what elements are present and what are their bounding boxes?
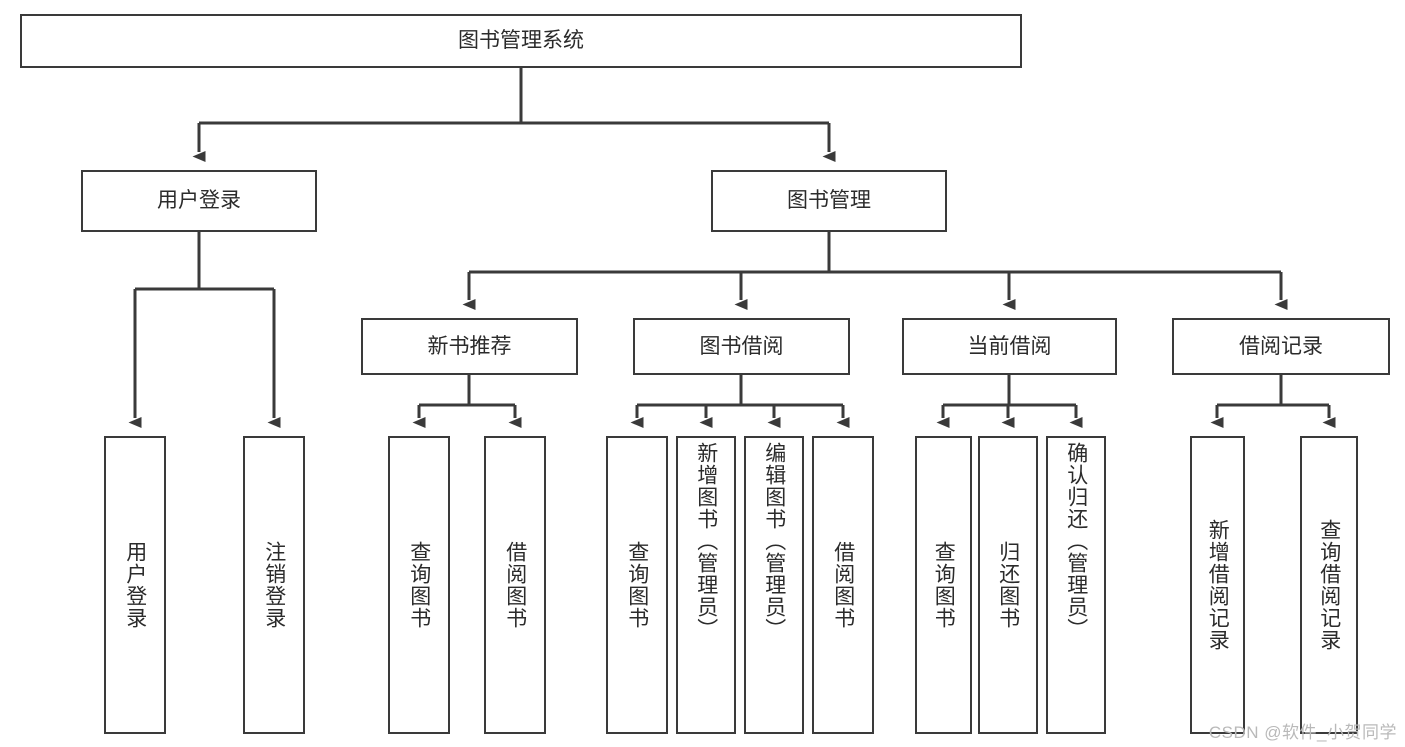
node-label: 当前借阅	[967, 334, 1052, 358]
node-label: 新增借阅记录	[1206, 519, 1230, 651]
node-label: 查询图书	[407, 541, 431, 629]
node-leaf-logout[interactable]: 注销登录	[243, 436, 305, 734]
node-leaf-query-borrow-record[interactable]: 查询借阅记录	[1300, 436, 1358, 734]
node-new-book-recommend[interactable]: 新书推荐	[361, 318, 578, 375]
node-label: 用户登录	[123, 541, 147, 629]
node-label: 查询图书	[625, 541, 649, 629]
node-label: 新书推荐	[427, 334, 512, 358]
node-leaf-borrow-book[interactable]: 借阅图书	[812, 436, 874, 734]
node-leaf-query-book-rec[interactable]: 查询图书	[388, 436, 450, 734]
node-label: 新增图书（管理员）	[694, 442, 718, 640]
node-leaf-return-book[interactable]: 归还图书	[978, 436, 1038, 734]
node-leaf-add-book-admin[interactable]: 新增图书（管理员）	[676, 436, 736, 734]
node-book-manage[interactable]: 图书管理	[711, 170, 947, 232]
node-leaf-query-book-current[interactable]: 查询图书	[915, 436, 972, 734]
node-label: 图书管理	[787, 189, 871, 213]
node-label: 注销登录	[262, 541, 286, 629]
node-leaf-add-borrow-record[interactable]: 新增借阅记录	[1190, 436, 1245, 734]
node-label: 图书借阅	[699, 334, 784, 358]
node-leaf-borrow-book-rec[interactable]: 借阅图书	[484, 436, 546, 734]
node-label: 查询借阅记录	[1317, 519, 1341, 651]
node-label: 归还图书	[996, 541, 1020, 629]
node-label: 借阅记录	[1239, 334, 1323, 358]
node-label: 借阅图书	[503, 541, 527, 629]
node-user-login[interactable]: 用户登录	[81, 170, 317, 232]
node-leaf-query-book-borrow[interactable]: 查询图书	[606, 436, 668, 734]
node-leaf-confirm-return-admin[interactable]: 确认归还（管理员）	[1046, 436, 1106, 734]
node-book-borrow[interactable]: 图书借阅	[633, 318, 850, 375]
node-leaf-edit-book-admin[interactable]: 编辑图书（管理员）	[744, 436, 804, 734]
node-label: 用户登录	[157, 189, 241, 213]
node-label: 查询图书	[932, 541, 956, 629]
node-borrow-record[interactable]: 借阅记录	[1172, 318, 1390, 375]
node-root-system[interactable]: 图书管理系统	[20, 14, 1022, 68]
node-leaf-user-login[interactable]: 用户登录	[104, 436, 166, 734]
node-label: 确认归还（管理员）	[1064, 442, 1088, 640]
node-label: 借阅图书	[831, 541, 855, 629]
node-current-borrow[interactable]: 当前借阅	[902, 318, 1117, 375]
node-label: 编辑图书（管理员）	[762, 442, 786, 640]
csdn-watermark: CSDN @软件_小贺同学	[1208, 723, 1397, 742]
node-label: 图书管理系统	[458, 29, 584, 53]
